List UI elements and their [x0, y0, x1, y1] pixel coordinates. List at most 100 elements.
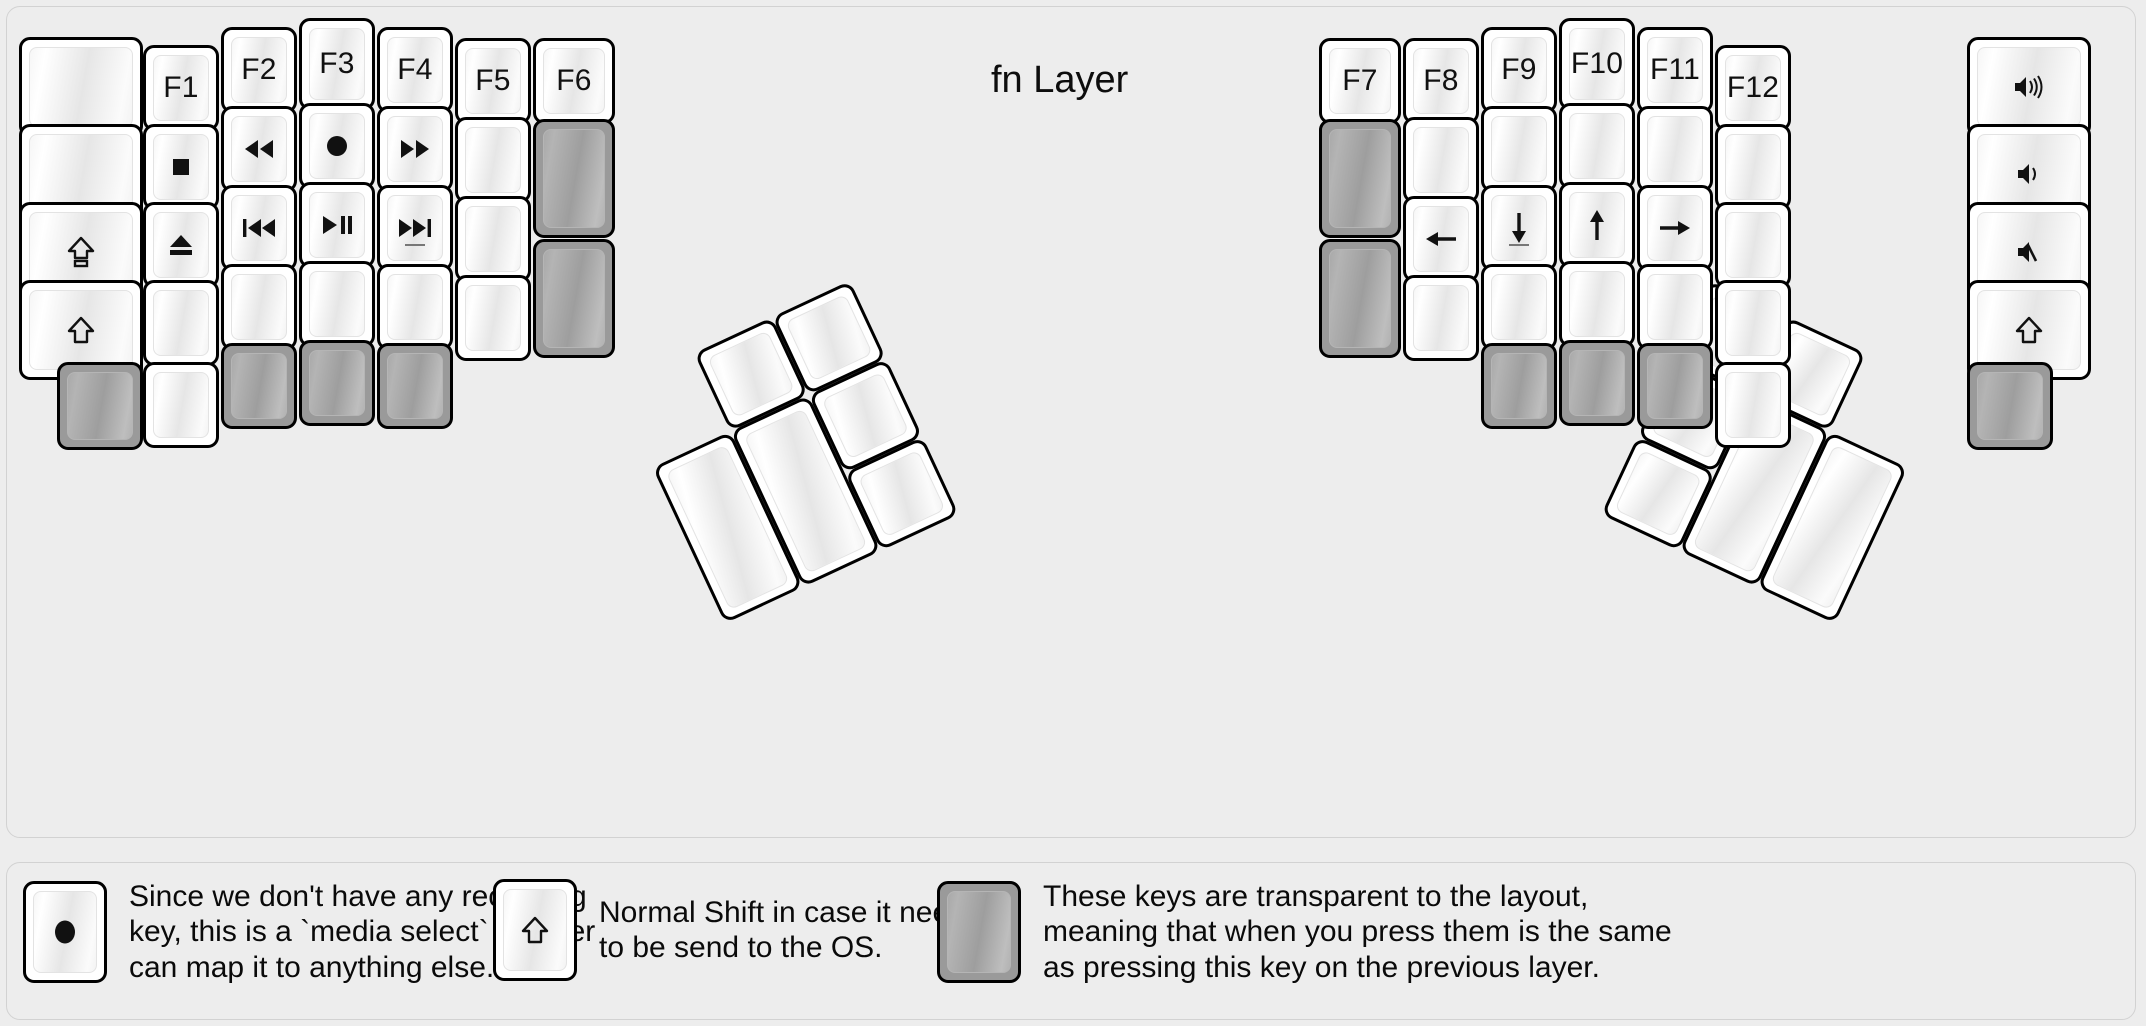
keycap-top: F4	[387, 37, 443, 103]
key-right-c0-r2-transparent[interactable]	[1319, 239, 1401, 358]
key-label: F1	[163, 71, 199, 104]
legend-key-transparent[interactable]	[937, 881, 1021, 984]
key-right-c3-r1[interactable]	[1559, 103, 1635, 189]
key-left-c3-r3[interactable]	[299, 261, 375, 347]
key-left-c3-r0[interactable]: F3	[299, 18, 375, 110]
key-right-c5-r1[interactable]	[1715, 124, 1791, 210]
fast-forward-icon	[398, 138, 432, 160]
key-left-c4-r4-transparent[interactable]	[377, 343, 453, 429]
keycap-top	[1569, 350, 1625, 416]
key-right-c3-r2[interactable]	[1559, 182, 1635, 268]
keycap-top	[1977, 372, 2043, 440]
key-right-c2-r3[interactable]	[1481, 264, 1557, 350]
key-right-c2-r0[interactable]: F9	[1481, 27, 1557, 113]
keycap-top	[231, 116, 287, 182]
keycap-top	[1569, 192, 1625, 258]
key-right-c0-r0[interactable]: F7	[1319, 38, 1401, 124]
key-left-c3-r2[interactable]	[299, 182, 375, 268]
key-right-c2-r2[interactable]	[1481, 185, 1557, 271]
key-left-c2-r0[interactable]: F2	[221, 27, 297, 113]
keycap-top	[1329, 129, 1391, 228]
key-left-c1-r2[interactable]	[143, 202, 219, 288]
key-left-c5-r1[interactable]	[455, 117, 531, 203]
key-left-c4-r0[interactable]: F4	[377, 27, 453, 113]
key-right-c3-r4-transparent[interactable]	[1559, 340, 1635, 426]
keycap-top	[543, 249, 605, 348]
key-left-c4-r1[interactable]	[377, 106, 453, 192]
key-left-c4-r3[interactable]	[377, 264, 453, 350]
legend-panel: Since we don't have any recording key, t…	[6, 862, 2136, 1020]
legend-item-normal-shift: Normal Shift in case it needs to be send…	[493, 879, 981, 981]
record-icon	[324, 133, 350, 159]
legend-key-normal-shift[interactable]	[493, 879, 577, 981]
keycap-top	[231, 353, 287, 419]
key-left-c6-r0[interactable]: F6	[533, 38, 615, 124]
key-right-c1-r3[interactable]	[1403, 275, 1479, 361]
keycap-top	[1413, 206, 1469, 272]
key-left-c0-r4-transparent[interactable]	[57, 362, 143, 450]
key-right-c4-r1[interactable]	[1637, 106, 1713, 192]
key-right-c4-r2[interactable]	[1637, 185, 1713, 271]
key-right-c6-r3[interactable]	[1967, 280, 2091, 380]
key-left-c1-r4[interactable]	[143, 362, 219, 448]
key-left-c4-r2[interactable]	[377, 185, 453, 271]
key-right-c4-r0[interactable]: F11	[1637, 27, 1713, 113]
key-left-c2-r2[interactable]	[221, 185, 297, 271]
keycap-top	[785, 293, 873, 382]
key-left-c0-r0[interactable]	[19, 37, 143, 137]
page-title: fn Layer	[991, 59, 1129, 101]
key-left-c5-r2[interactable]	[455, 196, 531, 282]
key-label: F2	[241, 53, 277, 86]
key-left-c6-r1-transparent[interactable]	[533, 119, 615, 238]
key-right-c5-r2[interactable]	[1715, 202, 1791, 288]
arrow-left-icon	[1423, 227, 1459, 251]
key-left-c1-r0[interactable]: F1	[143, 45, 219, 131]
volume-mute-icon	[2015, 239, 2043, 265]
key-left-c6-r2-transparent[interactable]	[533, 239, 615, 358]
key-label: F12	[1726, 71, 1780, 104]
key-right-c6-r4-transparent[interactable]	[1967, 362, 2053, 450]
key-right-c6-r0[interactable]	[1967, 37, 2091, 137]
key-left-c2-r4-transparent[interactable]	[221, 343, 297, 429]
keycap-top	[309, 271, 365, 337]
key-left-c1-r1[interactable]	[143, 124, 219, 210]
key-right-c2-r4-transparent[interactable]	[1481, 343, 1557, 429]
legend-item-transparent: These keys are transparent to the layout…	[937, 879, 1672, 985]
key-right-c3-r3[interactable]	[1559, 261, 1635, 347]
keycap-top	[387, 195, 443, 261]
keycap-top	[1569, 113, 1625, 179]
key-left-c3-r4-transparent[interactable]	[299, 340, 375, 426]
keycap-top	[153, 290, 209, 356]
keycap-top: F12	[1725, 55, 1781, 121]
keycap-top	[1647, 353, 1703, 419]
keycap-top	[1569, 271, 1625, 337]
key-left-c2-r1[interactable]	[221, 106, 297, 192]
keycap-top	[29, 134, 133, 214]
keycap-top	[29, 47, 133, 127]
key-left-c1-r3[interactable]	[143, 280, 219, 366]
keycap-top	[153, 372, 209, 438]
key-right-c1-r1[interactable]	[1403, 117, 1479, 203]
key-left-c2-r3[interactable]	[221, 264, 297, 350]
rewind-icon	[242, 138, 276, 160]
shift-icon	[2014, 314, 2044, 346]
keycap-top	[821, 371, 910, 460]
key-right-c5-r3[interactable]	[1715, 280, 1791, 366]
keycap-top: F7	[1329, 48, 1391, 114]
key-right-c4-r3[interactable]	[1637, 264, 1713, 350]
key-right-c2-r1[interactable]	[1481, 106, 1557, 192]
key-right-c1-r2[interactable]	[1403, 196, 1479, 282]
key-left-c3-r1[interactable]	[299, 103, 375, 189]
key-right-c0-r1-transparent[interactable]	[1319, 119, 1401, 238]
key-right-c5-r0[interactable]: F12	[1715, 45, 1791, 131]
shift-icon	[520, 914, 550, 946]
key-right-c5-r4[interactable]	[1715, 362, 1791, 448]
key-left-c5-r3[interactable]	[455, 275, 531, 361]
legend-key-media-select[interactable]	[23, 881, 107, 984]
keycap-top: F2	[231, 37, 287, 103]
key-right-c1-r0[interactable]: F8	[1403, 38, 1479, 124]
key-right-c4-r4-transparent[interactable]	[1637, 343, 1713, 429]
key-right-c3-r0[interactable]: F10	[1559, 18, 1635, 110]
keycap-top	[1725, 290, 1781, 356]
key-left-c5-r0[interactable]: F5	[455, 38, 531, 124]
